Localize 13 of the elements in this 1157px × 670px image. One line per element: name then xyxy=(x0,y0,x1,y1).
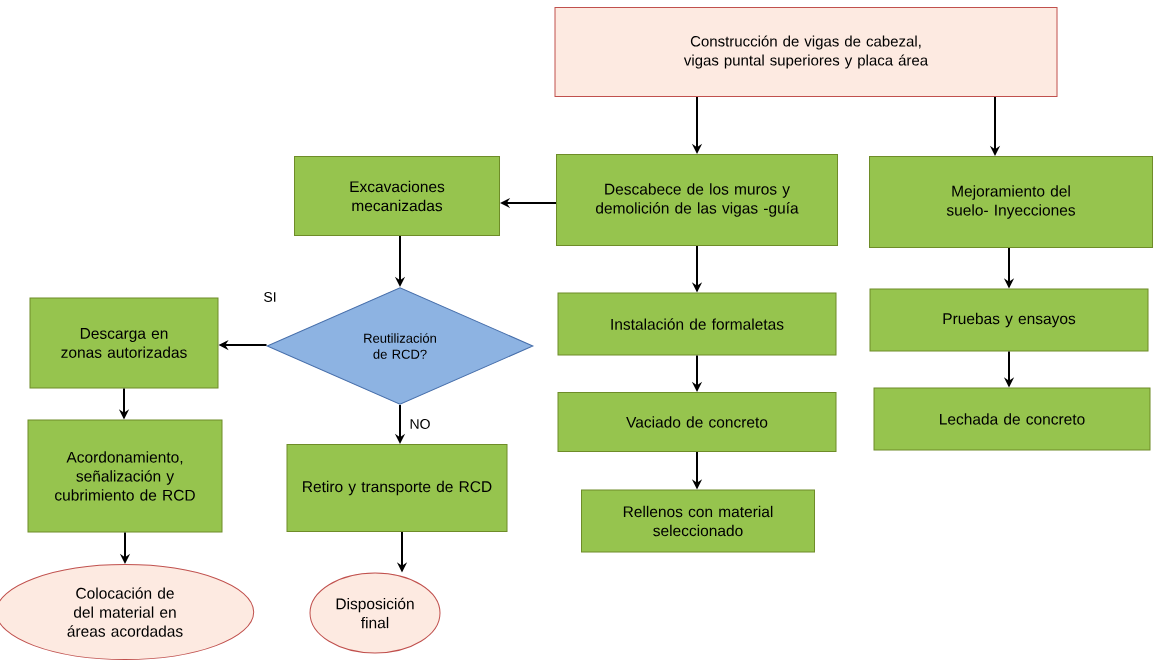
process-box: Retiro y transporte de RCD xyxy=(286,444,508,532)
process-box: Acordonamiento, señalización y cubrimiento de RCD xyxy=(27,419,223,533)
process-box: Descabece de los muros y demolición de las vigas -guía xyxy=(556,154,838,246)
process-box: Mejoramiento del suelo- Inyecciones xyxy=(869,156,1153,248)
process-box: Pruebas y ensayos xyxy=(869,288,1149,352)
process-box: Descarga en zonas autorizadas xyxy=(29,297,219,389)
process-box: Vaciado de concreto xyxy=(557,392,837,452)
process-box: Instalación de formaletas xyxy=(557,292,837,356)
process-box: Lechada de concreto xyxy=(873,387,1151,451)
process-box: Rellenos con material seleccionado xyxy=(581,489,815,553)
process-box: Construcción de vigas de cabezal, vigas puntal superiores y placa área xyxy=(554,7,1058,97)
process-box: Excavaciones mecanizadas xyxy=(294,156,500,236)
edge-label: NO xyxy=(408,418,432,430)
